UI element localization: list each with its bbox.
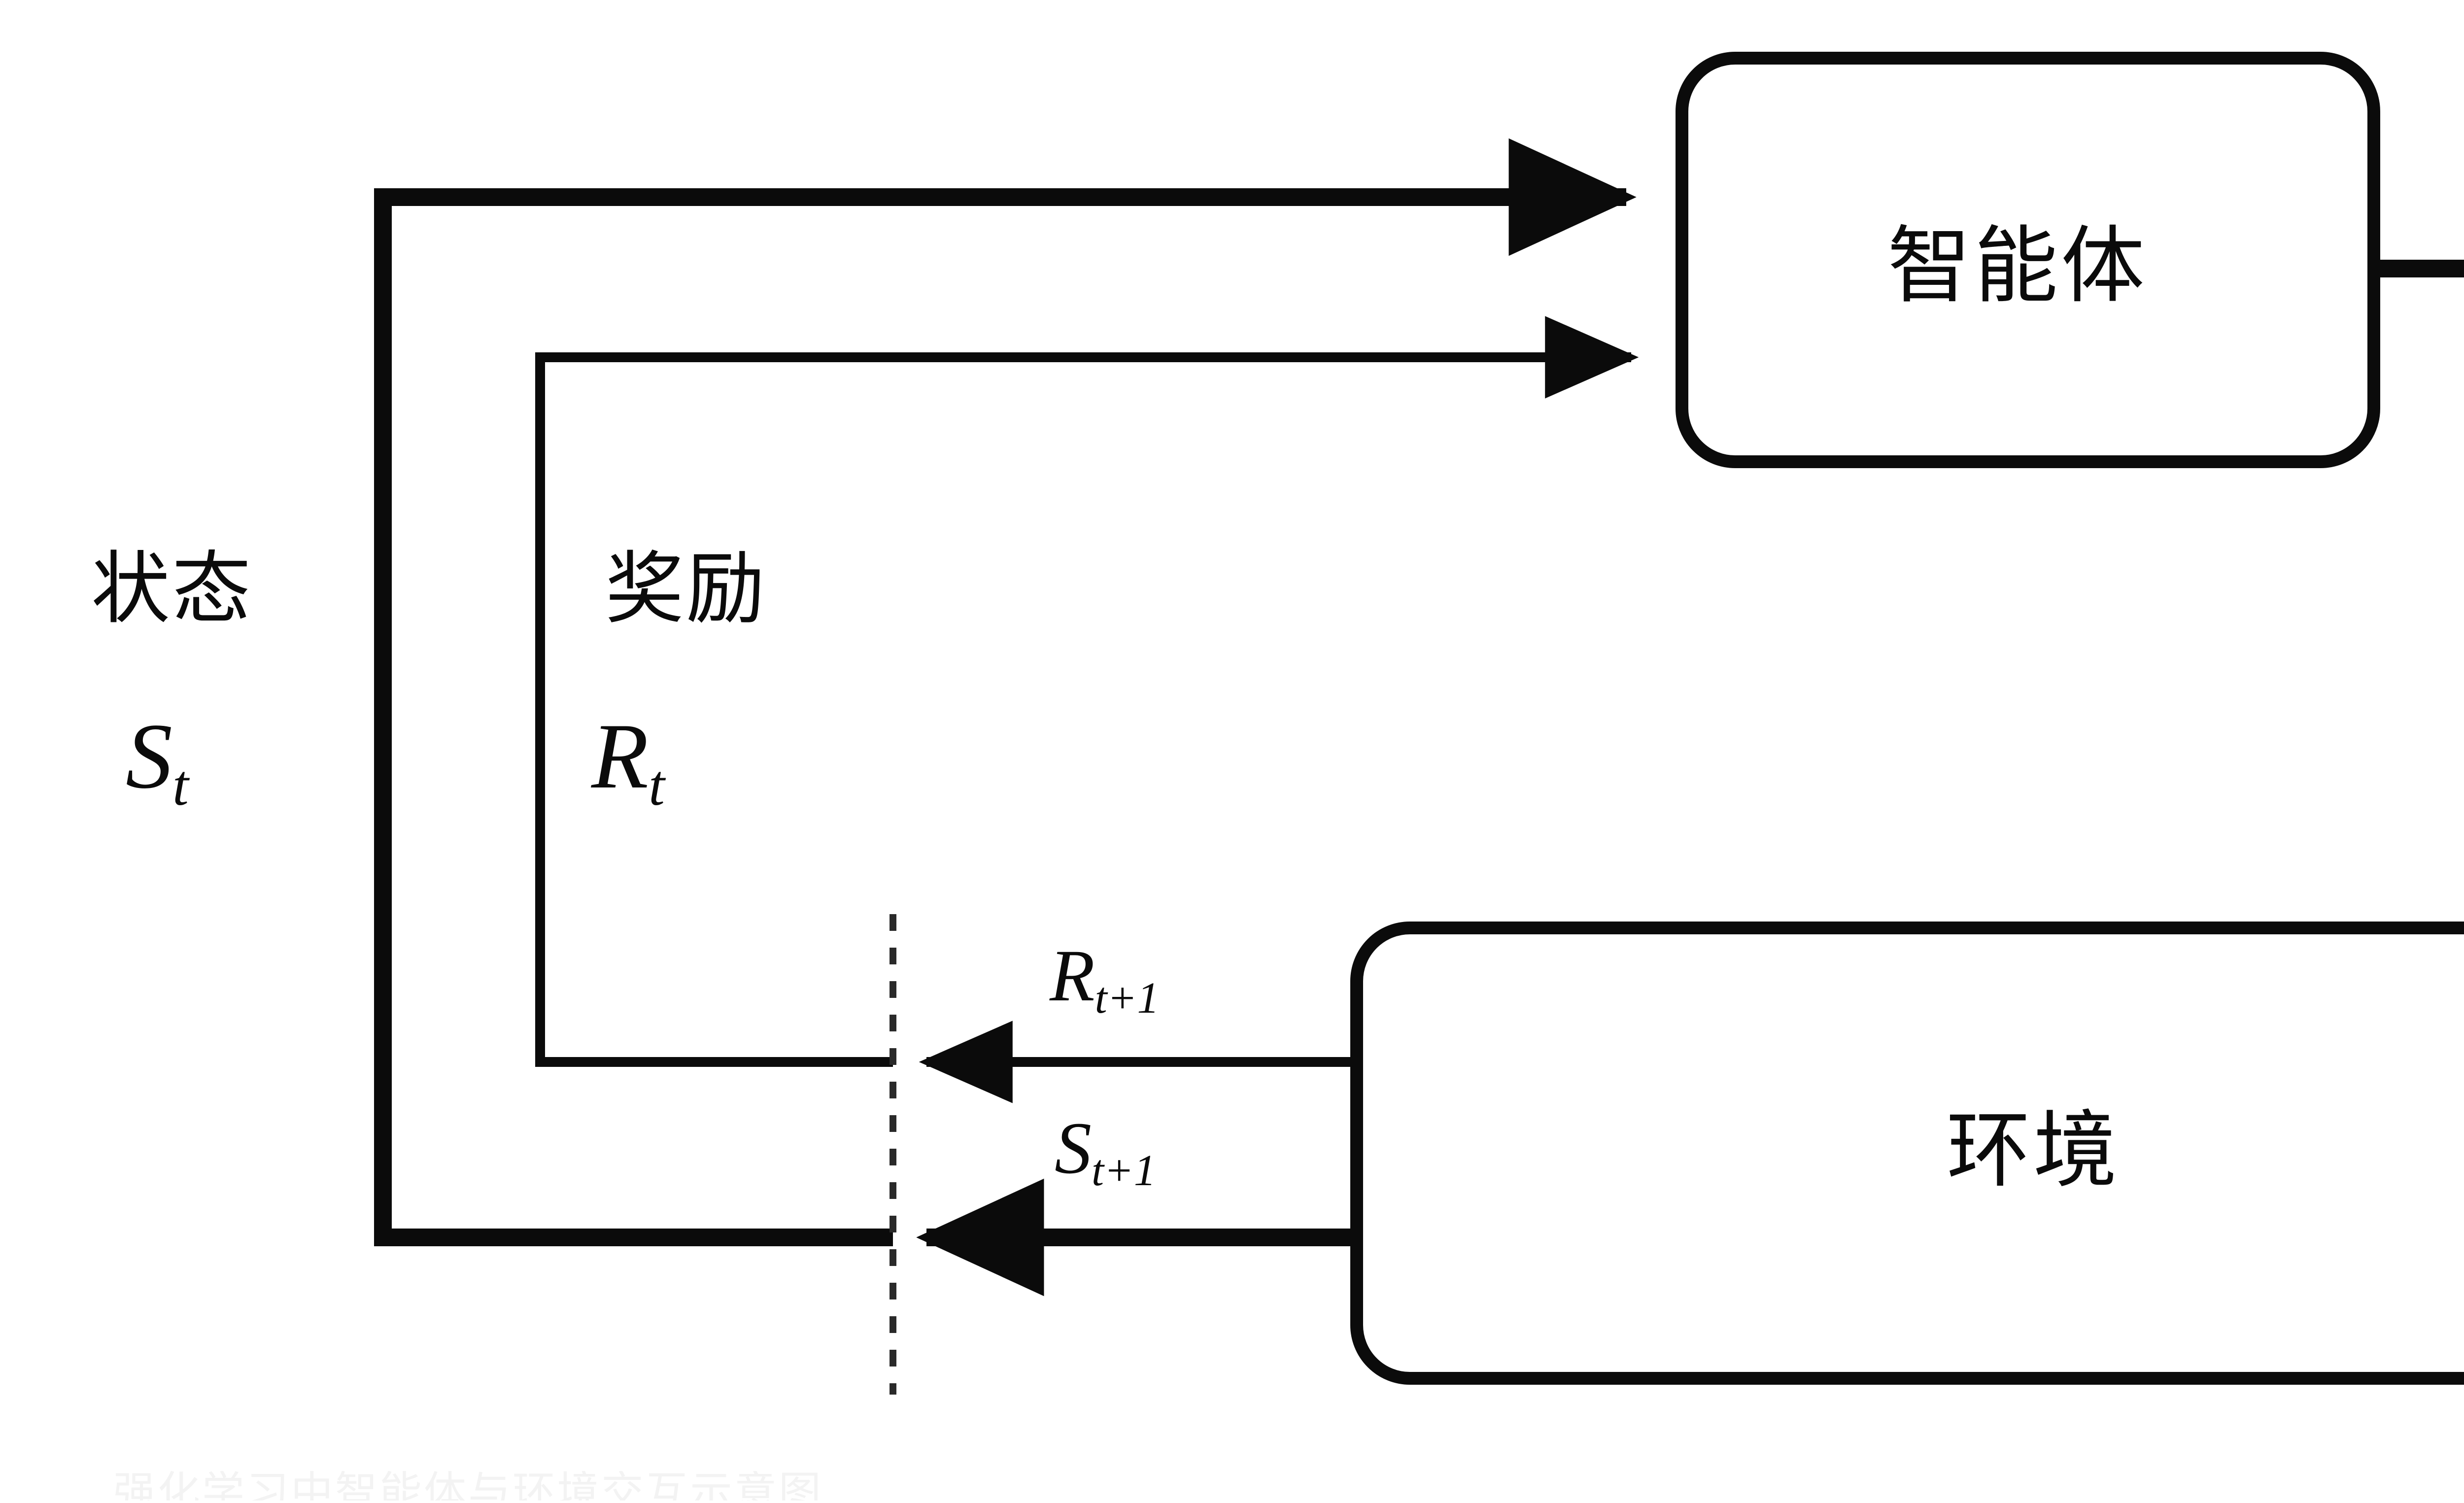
state-next-base: S (1055, 1107, 1092, 1189)
figure-caption: 强化学习中智能体与环境交互示意图 (113, 1471, 823, 1501)
agent-box-shape (1676, 52, 2380, 468)
state-symbol-base: S (126, 705, 172, 808)
agent-box-label: 智能体 (1887, 217, 2148, 315)
environment-box-shape (1350, 922, 2464, 1385)
node-agent[interactable] (1676, 52, 2380, 468)
reward-label-word: 奖励 (605, 543, 767, 635)
state-symbol-subscript: t (172, 753, 189, 818)
reward-symbol-subscript: t (649, 753, 665, 818)
edge-state-feedback[interactable] (374, 138, 1637, 1246)
state-next-label: St+1 (1055, 1111, 1156, 1193)
state-feedback-line (374, 138, 1637, 1246)
environment-box-label: 环境 (1947, 1102, 2121, 1199)
edge-reward-feedback[interactable] (535, 316, 1639, 1067)
reward-feedback-line (535, 316, 1639, 1067)
state-label-word: 状态 (91, 543, 253, 635)
reward-symbol-base: R (591, 705, 649, 808)
state-label-symbol: St (126, 710, 189, 815)
reward-next-subscript: t+1 (1095, 974, 1160, 1023)
reward-next-label: Rt+1 (1050, 939, 1159, 1021)
node-environment[interactable] (1350, 922, 2464, 1385)
reward-label-symbol: Rt (591, 710, 665, 815)
state-next-subscript: t+1 (1092, 1146, 1156, 1196)
reward-next-base: R (1050, 935, 1095, 1017)
